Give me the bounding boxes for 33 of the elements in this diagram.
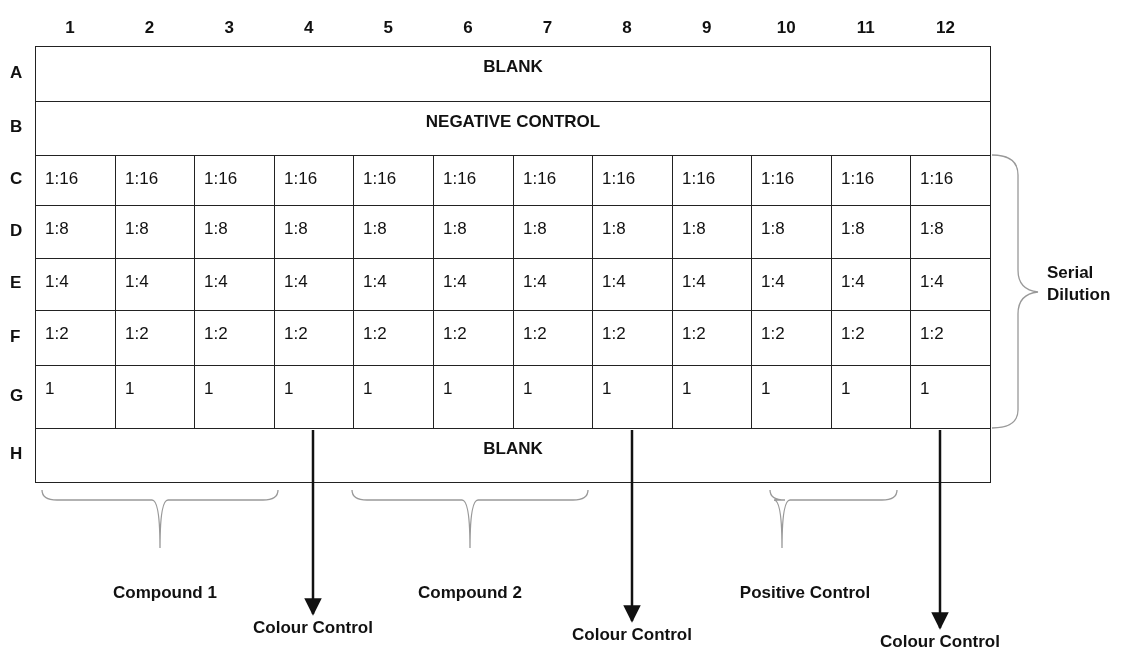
group-label: Compound 1 — [112, 583, 218, 603]
callout-label: Colour Control — [233, 618, 393, 638]
column-number: 6 — [462, 18, 474, 38]
row-letter: G — [10, 385, 24, 406]
column-number: 2 — [143, 18, 156, 38]
column-number: 4 — [303, 18, 315, 38]
column-number: 12 — [934, 18, 956, 38]
column-number: 1 — [64, 18, 76, 38]
column-number: 3 — [223, 18, 235, 38]
group-label: Serial Dilution — [1047, 262, 1112, 306]
row-letter: F — [10, 326, 21, 347]
row-letter: C — [10, 169, 23, 189]
callout-label: Colour Control — [552, 625, 712, 645]
callout-label: Colour Control — [860, 632, 1020, 648]
arrow — [304, 430, 322, 616]
row-letter: E — [10, 273, 22, 293]
column-number: 5 — [382, 18, 395, 38]
group-label: Compound 2 — [417, 583, 523, 603]
column-number: 11 — [855, 18, 876, 38]
row-letter: H — [10, 444, 23, 464]
table-cell: BLANK — [35, 46, 991, 102]
column-number: 7 — [541, 18, 554, 38]
row-letter: B — [10, 117, 23, 137]
row-letter: A — [10, 62, 23, 83]
table-cell: NEGATIVE CONTROL — [35, 101, 991, 156]
column-number: 9 — [700, 18, 713, 38]
group-label: Positive Control — [738, 583, 872, 603]
arrow — [623, 430, 641, 623]
table-cell: BLANK — [35, 428, 991, 483]
row-letter: D — [10, 220, 23, 241]
column-number: 8 — [621, 18, 633, 38]
column-number: 10 — [775, 18, 797, 38]
arrow — [931, 430, 949, 630]
